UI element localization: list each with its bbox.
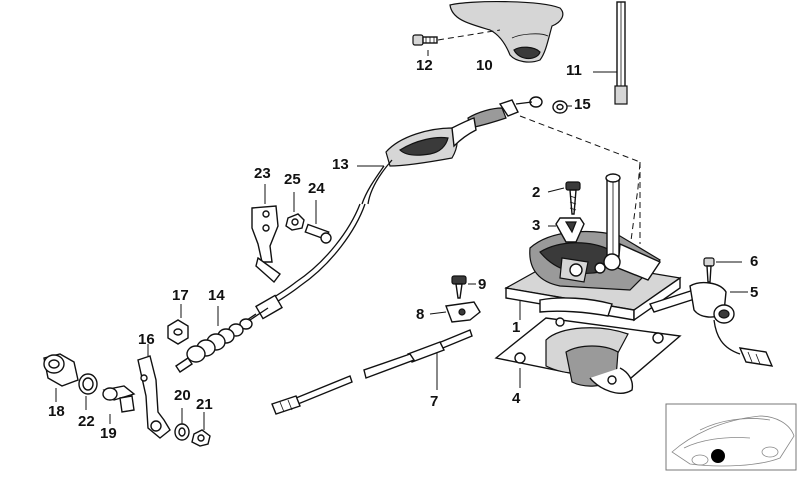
label-part-23: 23 <box>254 165 271 182</box>
label-part-5: 5 <box>750 284 759 301</box>
label-part-10: 10 <box>476 57 493 74</box>
label-part-11: 11 <box>566 62 582 79</box>
label-part-1: 1 <box>512 319 521 336</box>
label-part-17: 17 <box>172 287 189 304</box>
label-part-7: 7 <box>430 393 439 410</box>
label-part-16: 16 <box>138 331 155 348</box>
label-part-13: 13 <box>332 156 349 173</box>
pin-part-19 <box>102 385 136 424</box>
label-part-6: 6 <box>750 253 759 270</box>
clip-nut-part-3 <box>548 217 585 243</box>
label-part-19: 19 <box>100 425 117 442</box>
shift-knob-part-10 <box>437 0 564 63</box>
washer-part-20 <box>174 408 190 441</box>
base-plate-part-4 <box>494 317 682 394</box>
screw-part-12 <box>412 34 438 56</box>
screw-part-6 <box>703 257 742 283</box>
label-part-15: 15 <box>574 96 591 113</box>
washer-part-22 <box>78 373 98 410</box>
nut-part-25 <box>285 192 305 231</box>
bracket-part-23 <box>251 184 281 284</box>
label-part-22: 22 <box>78 413 95 430</box>
label-part-14: 14 <box>208 287 225 304</box>
label-part-3: 3 <box>532 217 541 234</box>
label-part-20: 20 <box>174 387 191 404</box>
selector-rod-part-7 <box>271 329 473 415</box>
sensor-part-5 <box>649 281 774 367</box>
label-part-25: 25 <box>284 171 301 188</box>
bellows-part-14 <box>175 306 269 373</box>
holder-part-8 <box>429 301 481 323</box>
label-part-8: 8 <box>416 306 425 323</box>
bushing-part-18 <box>43 353 79 402</box>
vehicle-location-inset <box>665 403 797 471</box>
screw-part-9 <box>451 275 476 299</box>
label-part-9: 9 <box>478 276 487 293</box>
bolt-part-24 <box>304 200 332 244</box>
lever-part-16 <box>137 344 171 439</box>
screw-part-2 <box>547 181 581 215</box>
nut-part-21 <box>191 412 211 447</box>
nut-part-17 <box>167 304 189 345</box>
shift-rod-part-11 <box>593 1 628 105</box>
label-part-24: 24 <box>308 180 325 197</box>
location-marker-icon <box>711 449 725 463</box>
shift-cable-part-13 <box>231 96 543 331</box>
shift-housing-part-1 <box>504 173 682 322</box>
label-part-2: 2 <box>532 184 541 201</box>
label-part-21: 21 <box>196 396 213 413</box>
label-part-4: 4 <box>512 390 521 407</box>
label-part-12: 12 <box>416 57 433 74</box>
label-part-18: 18 <box>48 403 65 420</box>
clip-part-15 <box>552 100 572 114</box>
